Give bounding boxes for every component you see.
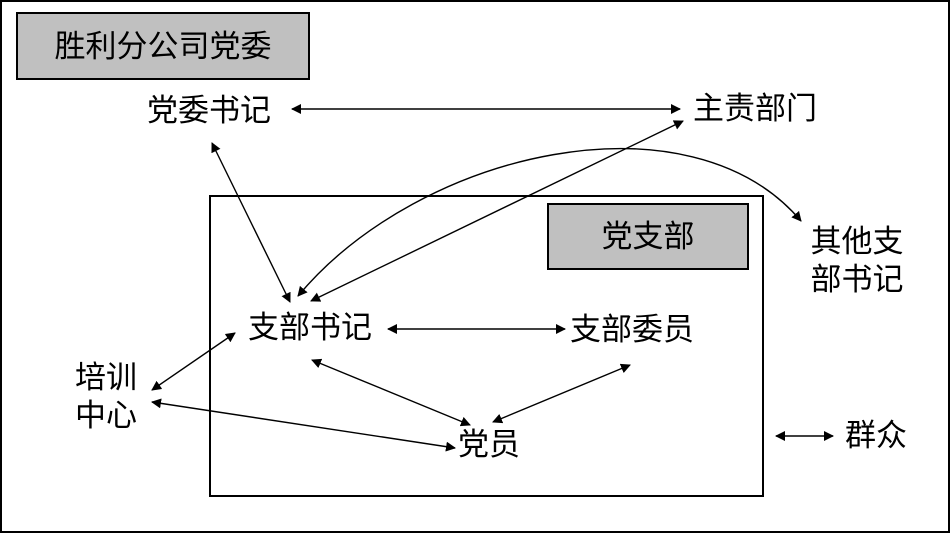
responsible-dept-node: 主责部门 xyxy=(693,91,817,127)
other-secretary-line1: 其他支 xyxy=(811,224,904,260)
edge-party-secretary-branch-secretary xyxy=(211,142,291,303)
branch-secretary-node: 支部书记 xyxy=(248,310,372,346)
company-title: 胜利分公司党委 xyxy=(55,29,272,65)
party-member-node: 党员 xyxy=(458,427,520,463)
edge-training-center-party-member xyxy=(151,398,456,452)
party-secretary-node: 党委书记 xyxy=(147,93,271,129)
edge-training-center-branch-secretary xyxy=(151,332,236,391)
edge-branch-committee-party-member xyxy=(492,363,631,424)
company-title-box: 胜利分公司党委 xyxy=(16,12,310,80)
other-secretary-node: 其他支 部书记 xyxy=(811,224,904,298)
training-center-line2: 中心 xyxy=(75,398,137,434)
masses-node: 群众 xyxy=(845,418,907,454)
edge-other-secretary-branch-secretary xyxy=(297,147,802,297)
branch-title: 党支部 xyxy=(602,219,695,255)
branch-committee-node: 支部委员 xyxy=(570,312,694,348)
other-secretary-line2: 部书记 xyxy=(811,262,904,298)
company-title-background xyxy=(16,12,310,80)
training-center-line1: 培训 xyxy=(75,360,137,396)
training-center-node: 培训 中心 xyxy=(75,360,137,434)
branch-title-box: 党支部 xyxy=(547,203,749,270)
